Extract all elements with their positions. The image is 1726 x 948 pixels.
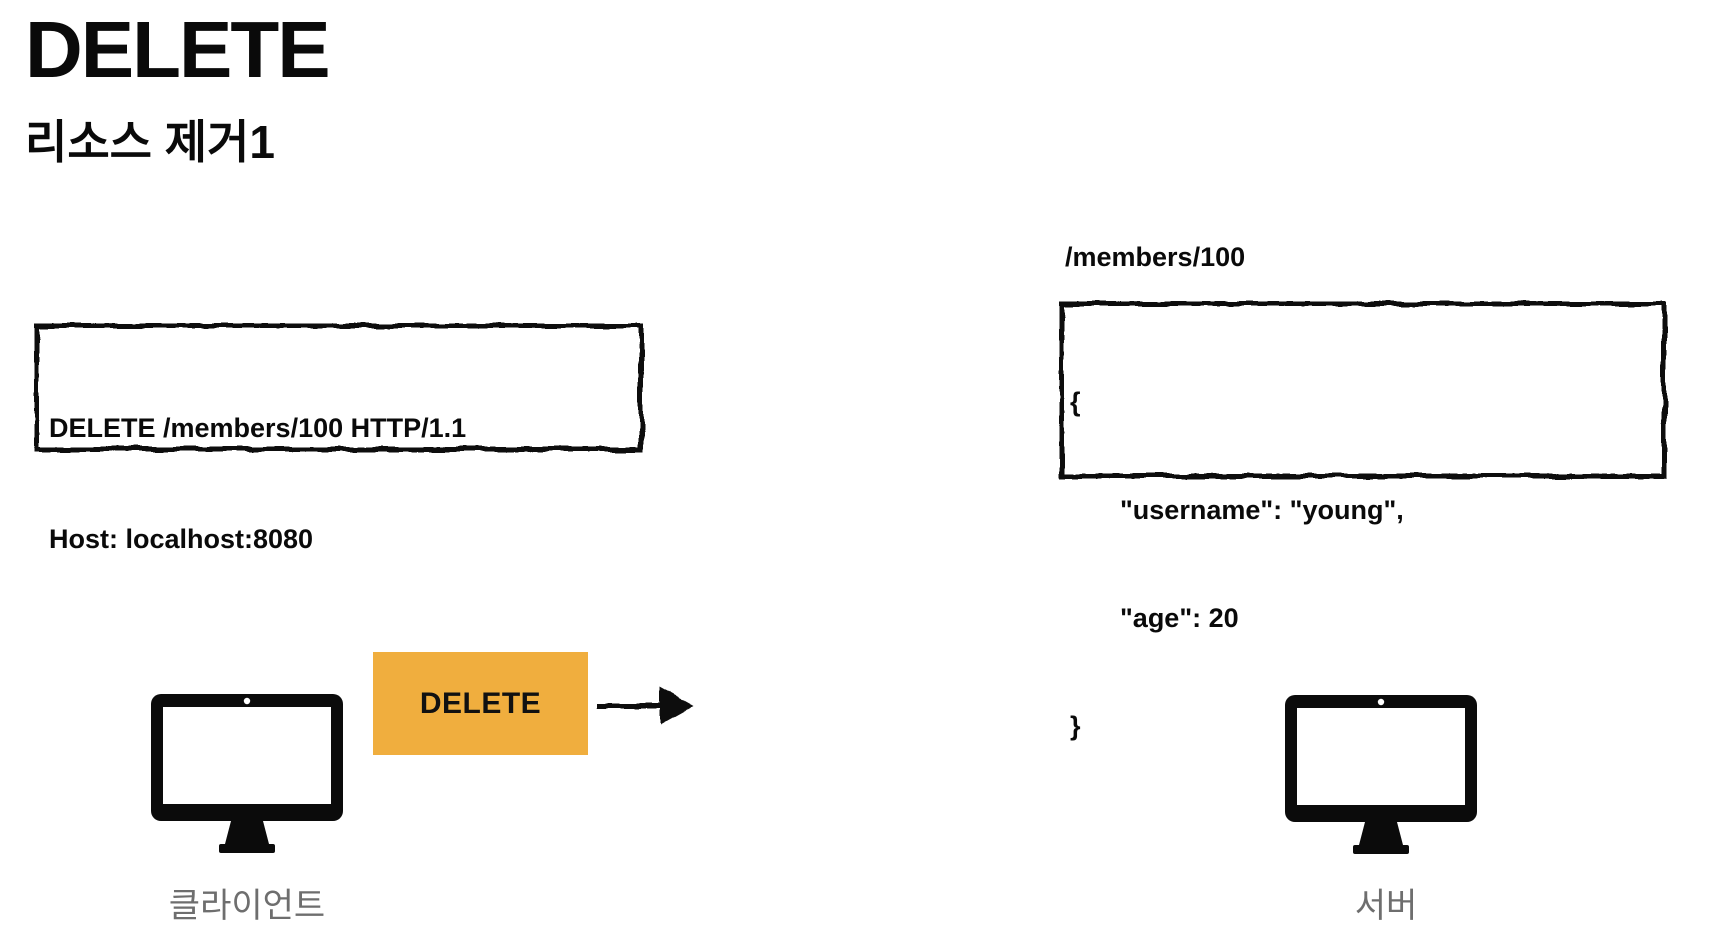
resource-json-box: { "username": "young", "age": 20 } bbox=[1058, 300, 1668, 741]
http-request-line-1: DELETE /members/100 HTTP/1.1 bbox=[49, 413, 467, 443]
resource-json-text: { "username": "young", "age": 20 } bbox=[1070, 312, 1658, 816]
delete-message-box: DELETE bbox=[373, 652, 588, 755]
json-line-username: "username": "young", bbox=[1120, 495, 1404, 525]
json-line-age: "age": 20 bbox=[1120, 603, 1239, 633]
client-label: 클라이언트 bbox=[168, 887, 326, 925]
page-subtitle: 리소스 제거1 bbox=[25, 116, 275, 168]
http-request-box: DELETE /members/100 HTTP/1.1 Host: local… bbox=[33, 322, 645, 554]
http-request-line-2: Host: localhost:8080 bbox=[49, 524, 314, 554]
delete-message-label: DELETE bbox=[419, 686, 542, 720]
arrow-right-icon bbox=[597, 687, 694, 725]
resource-path-label: /members/100 bbox=[1065, 242, 1246, 272]
page-title: DELETE bbox=[25, 5, 331, 94]
client-monitor-icon bbox=[151, 694, 343, 853]
json-line-open-brace: { bbox=[1070, 387, 1081, 417]
server-label: 서버 bbox=[1354, 887, 1418, 925]
json-line-close-brace: } bbox=[1070, 711, 1081, 741]
connection-line bbox=[344, 767, 1286, 773]
http-request-text: DELETE /members/100 HTTP/1.1 Host: local… bbox=[49, 336, 635, 632]
server-monitor-icon bbox=[1285, 695, 1477, 854]
